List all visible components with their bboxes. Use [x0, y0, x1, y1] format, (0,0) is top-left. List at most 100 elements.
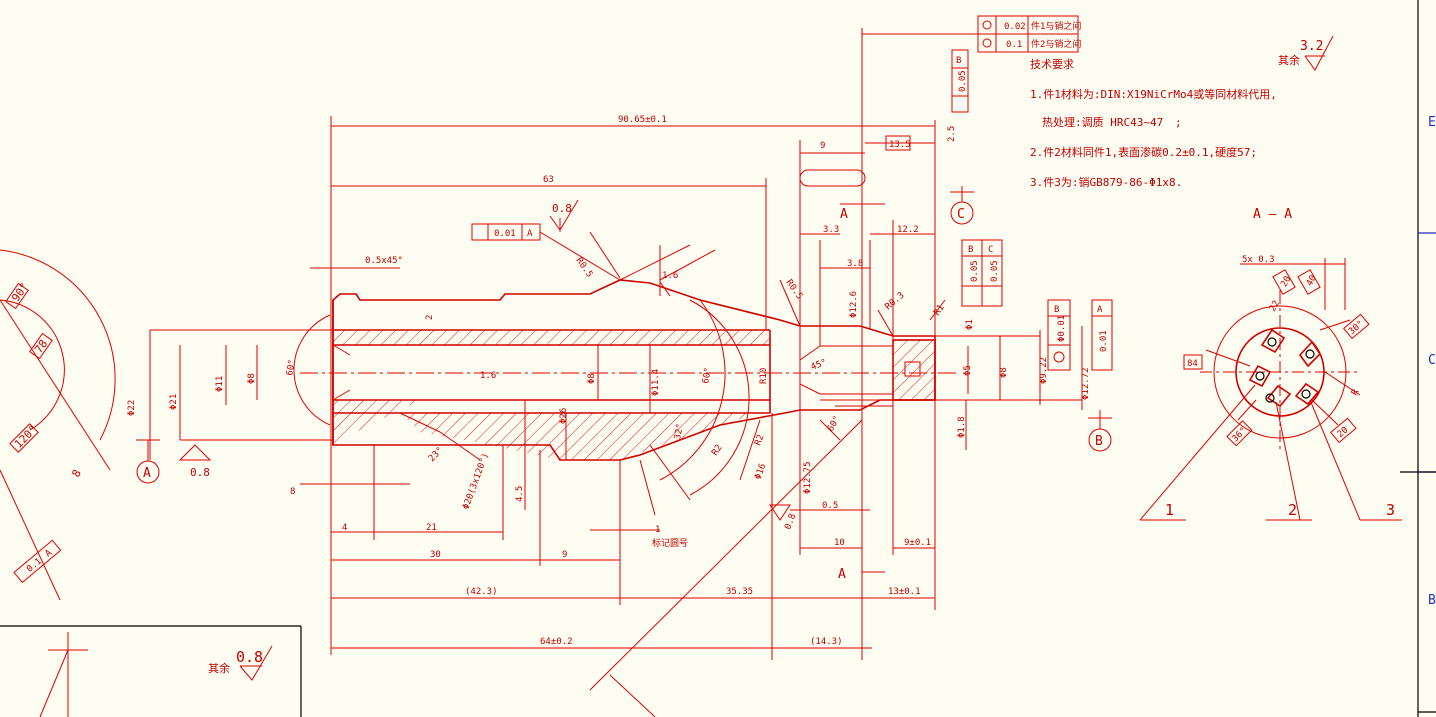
- roughness-top-prefix: 其余: [1278, 53, 1300, 67]
- dim-2: 2: [425, 315, 435, 320]
- left-label-78: 78: [32, 337, 50, 355]
- aa-dim-84: 84: [1187, 359, 1198, 369]
- fcf-pair-left-val: 0.05: [970, 260, 980, 282]
- fcf-right-1: B Φ0.01: [1047, 299, 1071, 371]
- dim-13-5: 13.5: [889, 140, 911, 150]
- fcf-pair-left-ref: B: [968, 245, 973, 255]
- dim-3-3: 3.3: [823, 225, 839, 235]
- dim-phi1-8: Φ1.8: [957, 416, 967, 438]
- svg-text:C: C: [1428, 353, 1436, 368]
- roughness-top: 其余 3.2: [1278, 35, 1334, 71]
- notes-line-1: 1.件1材料为:DIN:X19NiCrMo4或等同材料代用,: [1030, 87, 1277, 101]
- dim-42-3: (42.3): [465, 587, 498, 597]
- dim-13pm: 13±0.1: [888, 587, 921, 597]
- notes-line-4: 3.件3为:销GB879-86-Φ1x8.: [1030, 175, 1182, 189]
- roughness-bottom-value: 0.8: [236, 648, 263, 666]
- roughness-bottom-prefix: 其余: [208, 661, 230, 675]
- dim-mark: 标记圆号: [652, 537, 688, 549]
- section-title: A — A: [1253, 207, 1292, 222]
- dim-60-small: 60°: [826, 414, 843, 433]
- dim-1: 1: [655, 525, 660, 535]
- fcf-vertical-b: B 0.05: [951, 49, 969, 113]
- dim-phi20: Φ20(3x120°): [461, 452, 491, 511]
- technical-notes: 技术要求 1.件1材料为:DIN:X19NiCrMo4或等同材料代用, 热处理:…: [1030, 58, 1277, 189]
- svg-text:B: B: [1428, 593, 1436, 608]
- fcf-right1-ref: B: [1054, 305, 1059, 315]
- dim-45: 45°: [810, 358, 829, 373]
- dim-4: 4: [342, 523, 347, 533]
- dim-phi5: Φ5: [963, 365, 973, 376]
- dim-phi26: Φ26: [559, 408, 569, 424]
- datum-a: A 0.8: [136, 439, 212, 484]
- balloon-1: 1: [1165, 501, 1174, 519]
- fcf-vertical-b-ref: B: [956, 56, 961, 66]
- dim-phi8-left: Φ8: [247, 373, 257, 384]
- main-part-view: [300, 169, 960, 461]
- datum-c: C: [950, 186, 974, 225]
- dim-64: 64±0.2: [540, 637, 573, 647]
- section-markers: A A: [838, 203, 885, 582]
- roughness-08-mid: 0.8: [552, 202, 572, 215]
- datum-c-label: C: [957, 207, 965, 222]
- dim-phi22: Φ22: [127, 400, 137, 416]
- dim-12-2: 12.2: [897, 225, 919, 235]
- dim-9: 9: [820, 141, 825, 151]
- fcf-right2-ref: A: [1097, 305, 1103, 315]
- dim-phi1: Φ1: [965, 319, 975, 330]
- datum-b: B: [1088, 410, 1112, 452]
- fcf-top-row2-note: 件2与销之间: [1031, 38, 1081, 50]
- dim-14-3: (14.3): [810, 637, 843, 647]
- section-mark-top: A: [840, 207, 848, 222]
- dim-phi8-mid: Φ8: [587, 373, 597, 384]
- dim-r2-left: R2: [710, 443, 724, 458]
- section-view-aa: A — A 5x 0.3 84 36° 20: [1139, 207, 1402, 521]
- roughness-bottom: 其余 0.8: [208, 645, 273, 681]
- dim-63: 63: [543, 175, 554, 185]
- datum-b-label: B: [1095, 434, 1103, 449]
- fcf-top-row1-value: 0.02: [1004, 22, 1026, 32]
- dim-0-5: 0.5: [822, 501, 838, 511]
- fcf-flatness-val: 0.01: [494, 229, 516, 239]
- aa-dim-5x03: 5x 0.3: [1242, 255, 1275, 265]
- dim-2-5: 2.5: [947, 126, 957, 142]
- aa-dim-30: 30°: [1347, 319, 1366, 337]
- left-label-8: 8: [69, 467, 84, 479]
- fcf-right-2: A 0.01: [1091, 299, 1113, 371]
- svg-text:E: E: [1428, 115, 1436, 130]
- notes-heading: 技术要求: [1030, 58, 1074, 71]
- dimension-texts: 90.65±0.1 63 0.5x45° 9 13.5 2.5 3.3 12.2…: [127, 115, 1091, 647]
- notes-line-2b: ;: [1175, 116, 1182, 129]
- fcf-right1-val: Φ0.01: [1057, 315, 1067, 342]
- fcf-flatness: 0.01 A 0.8: [471, 199, 579, 241]
- dim-phi16: Φ16: [753, 462, 768, 481]
- right-frame: E C B: [1400, 0, 1436, 717]
- fcf-top-row2-value: 0.1: [1006, 40, 1022, 50]
- dim-phi8-right: Φ8: [999, 367, 1009, 378]
- balloon-3: 3: [1386, 501, 1395, 519]
- title-block-partial: [0, 625, 302, 717]
- fcf-pair: B C 0.05 0.05: [961, 239, 1003, 307]
- dim-1-6-mid: 1.6: [480, 371, 496, 381]
- fcf-pair-right-val: 0.05: [990, 260, 1000, 282]
- dim-10: 10: [834, 538, 845, 548]
- fcf-top-position: 0.02 件1与销之间 0.1 件2与销之间: [862, 15, 1081, 53]
- left-label-A: A: [43, 548, 54, 560]
- left-label-90: 90°: [9, 280, 31, 304]
- dim-9-bottom: 9: [562, 550, 567, 560]
- datum-a-label: A: [143, 466, 151, 481]
- dim-9pm: 9±0.1: [904, 538, 931, 548]
- dim-phi21: Φ21: [169, 394, 179, 410]
- aa-dim-22: 22: [1268, 299, 1282, 313]
- fcf-pair-right-ref: C: [988, 245, 993, 255]
- dim-60-mid: 60°: [701, 367, 714, 385]
- fcf-right2-val: 0.01: [1099, 330, 1109, 352]
- dim-8: 8: [290, 487, 295, 497]
- datum-a-roughness: 0.8: [190, 466, 210, 479]
- dim-0-8-bottom: 0.8: [783, 512, 798, 531]
- dim-r05-right: R0.5: [784, 278, 805, 302]
- fcf-top-row1-note: 件1与销之间: [1031, 20, 1081, 32]
- dimension-lines: [149, 28, 1083, 717]
- left-partial-view: 90° 78 120° 8 0.1 A: [0, 249, 116, 601]
- dim-32: 32°: [673, 423, 686, 441]
